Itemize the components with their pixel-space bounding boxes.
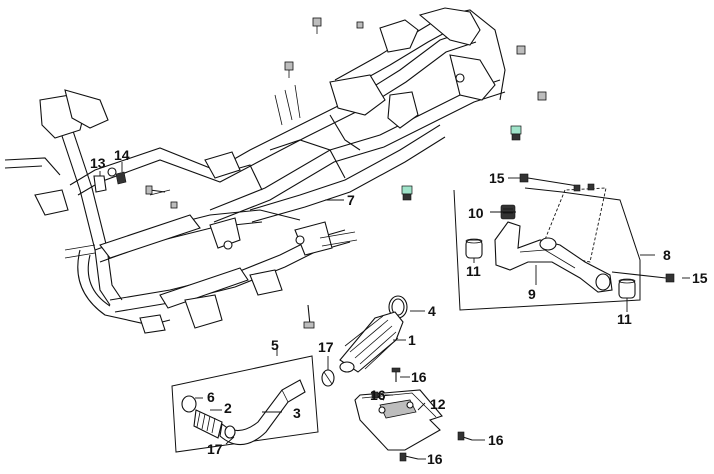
- callout-16-d: 16: [427, 451, 443, 467]
- callout-7: 7: [347, 192, 355, 208]
- callout-3: 3: [293, 405, 301, 421]
- leader-lines: [99, 162, 690, 460]
- bushing-part-11-right: [618, 278, 636, 299]
- callout-13: 13: [90, 155, 106, 171]
- callout-6: 6: [207, 389, 215, 405]
- assembly-box-part-5: [171, 355, 319, 453]
- ring-part-6: [181, 395, 197, 413]
- callout-5: 5: [271, 337, 279, 353]
- callout-17-upper: 17: [318, 339, 334, 355]
- main-frame: [4, 7, 506, 334]
- callout-10: 10: [468, 205, 484, 221]
- callout-15-lower: 15: [692, 270, 708, 286]
- bushing-part-11-left: [465, 238, 483, 259]
- callout-2: 2: [224, 400, 232, 416]
- nuts-on-arm: [573, 183, 595, 192]
- callout-11-right: 11: [617, 311, 632, 327]
- pipe-part-3: [219, 379, 306, 446]
- clip-part-13: [93, 175, 107, 193]
- callout-9: 9: [528, 286, 536, 302]
- hose-part-2: [193, 409, 223, 439]
- callout-8: 8: [663, 247, 671, 263]
- pivot-arm-part-9: [494, 221, 613, 293]
- callout-labels: 1 2 3 4 5 6 7 8 9 10 11 11 12 13 14 15 1…: [90, 147, 708, 467]
- clip-part-14: [115, 171, 127, 185]
- callout-17-lower: 17: [207, 441, 223, 457]
- callout-16-a: 16: [411, 369, 427, 385]
- bolt-icons-part-16: [371, 367, 473, 462]
- bracket-part-12: [354, 389, 443, 451]
- callout-12: 12: [430, 396, 446, 412]
- callout-16-c: 16: [488, 432, 504, 448]
- bolt-part-15-lower: [611, 271, 675, 283]
- callout-1: 1: [408, 332, 416, 348]
- callout-11-left: 11: [466, 263, 481, 279]
- clamp-part-17-lower: [224, 425, 236, 439]
- frame-bolt-icons: [145, 17, 547, 329]
- clamp-part-17-upper: [321, 369, 335, 387]
- callout-14: 14: [114, 147, 130, 163]
- callout-16-b: 16: [370, 387, 386, 403]
- callout-4: 4: [428, 303, 436, 319]
- bolt-part-15-upper: [519, 173, 579, 187]
- intake-boot-part-1: [339, 311, 404, 373]
- callout-15-upper: 15: [489, 170, 505, 186]
